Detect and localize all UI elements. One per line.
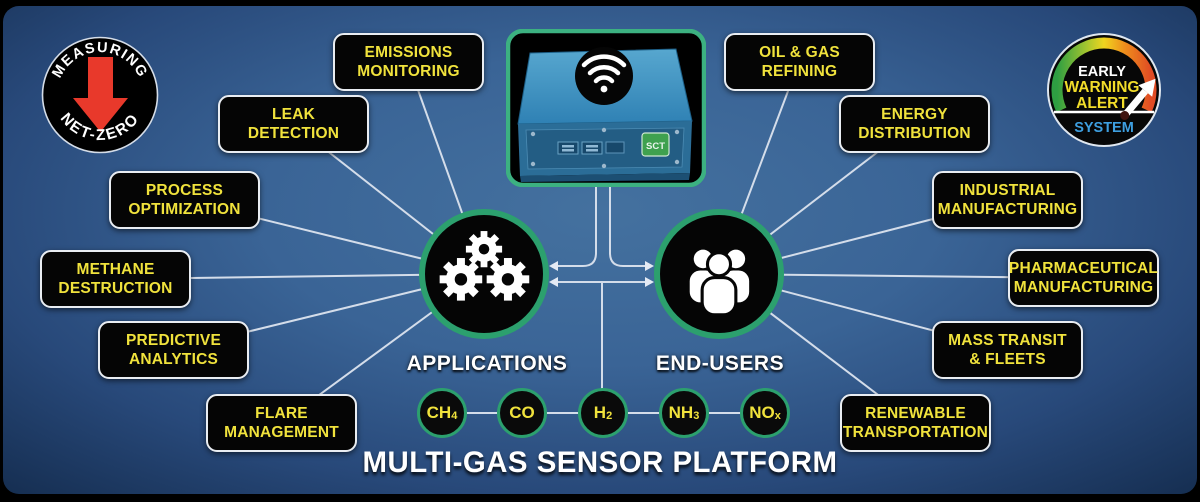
- applications-hub-label: APPLICATIONS: [406, 352, 568, 375]
- gas-formula: NH: [668, 403, 694, 422]
- down-arrow-icon: [73, 57, 128, 132]
- early-warning-alert-badge: EARLY WARNING ALERT SYSTEM: [1047, 33, 1161, 147]
- gas-subscript: 4: [451, 409, 458, 422]
- enduser-node-energy-distribution: ENERGY DISTRIBUTION: [839, 95, 990, 153]
- wifi-icon: [575, 47, 633, 105]
- diagram-title: MULTI-GAS SENSOR PLATFORM: [362, 446, 838, 479]
- application-node-process-optimization: PROCESS OPTIMIZATION: [109, 171, 260, 229]
- gas-subscript: 2: [606, 409, 613, 422]
- application-node-leak-detection: LEAK DETECTION: [218, 95, 369, 153]
- gas-subscript: 3: [693, 409, 700, 422]
- enduser-node-industrial-manufacturing: INDUSTRIAL MANUFACTURING: [932, 171, 1083, 229]
- enduser-node-renewable-transportation: RENEWABLE TRANSPORTATION: [840, 394, 991, 452]
- device-logo-text: SCT: [646, 141, 665, 152]
- device-ports: [557, 141, 625, 155]
- gas-formula: CH: [426, 403, 452, 422]
- gauge-needle-icon: [1120, 78, 1156, 121]
- panel-screws: [530, 127, 680, 169]
- applications-hub: [419, 209, 549, 339]
- arrowheads: [549, 261, 654, 287]
- early-warning-line1: EARLY: [1078, 64, 1126, 80]
- early-warning-line3: ALERT: [1076, 95, 1128, 112]
- people-icon: [689, 249, 750, 317]
- enduser-node-oil-gas-refining: OIL & GAS REFINING: [724, 33, 875, 91]
- gas-chip-co: CO: [497, 388, 547, 438]
- enduser-node-mass-transit-fleets: MASS TRANSIT & FLEETS: [932, 321, 1083, 379]
- application-node-emissions-monitoring: EMISSIONS MONITORING: [333, 33, 484, 91]
- end-users-hub: [654, 209, 784, 339]
- early-warning-line2: WARNING: [1065, 79, 1140, 96]
- gas-subscript: x: [774, 409, 781, 422]
- sensor-device-image: SCT: [506, 29, 706, 187]
- gas-formula: CO: [509, 403, 535, 422]
- device-logo-badge: SCT: [641, 132, 670, 157]
- gears-icon: [439, 231, 530, 301]
- enduser-node-pharmaceutical-manufacturing: PHARMACEUTICAL MANUFACTURING: [1008, 249, 1159, 307]
- end-users-hub-label: END-USERS: [655, 352, 785, 375]
- application-node-methane-destruction: METHANE DESTRUCTION: [40, 250, 191, 308]
- application-node-flare-management: FLARE MANAGEMENT: [206, 394, 357, 452]
- early-warning-line4: SYSTEM: [1074, 120, 1134, 136]
- application-node-predictive-analytics: PREDICTIVE ANALYTICS: [98, 321, 249, 379]
- gas-formula: H: [593, 403, 607, 422]
- measuring-net-zero-badge: MEASURING NET-ZERO: [41, 36, 159, 154]
- gas-formula: NO: [749, 403, 775, 422]
